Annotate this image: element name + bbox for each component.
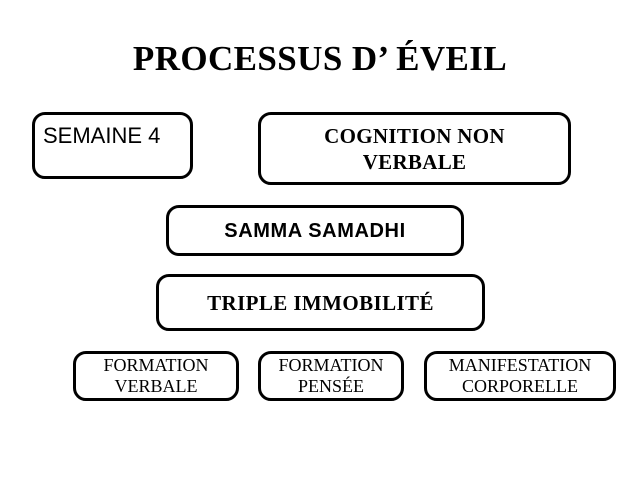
- page-title: PROCESSUS D’ ÉVEIL: [132, 39, 508, 78]
- node-manifestation-corporelle[interactable]: MANIFESTATION CORPORELLE: [424, 351, 616, 401]
- node-cognition-non-verbale-label: COGNITION NON VERBALE: [324, 123, 505, 174]
- node-manifestation-corporelle-label: MANIFESTATION CORPORELLE: [448, 355, 592, 396]
- node-semaine-4[interactable]: SEMAINE 4: [32, 112, 193, 179]
- node-samma-samadhi[interactable]: SAMMA SAMADHI: [166, 205, 464, 256]
- node-semaine-4-label: SEMAINE 4: [43, 123, 161, 148]
- node-formation-pensee-label: FORMATION PENSÉE: [278, 355, 384, 396]
- node-triple-immobilite-label: TRIPLE IMMOBILITÉ: [207, 290, 434, 315]
- node-samma-samadhi-label: SAMMA SAMADHI: [224, 219, 406, 242]
- node-formation-verbale-label: FORMATION VERBALE: [103, 355, 209, 396]
- node-formation-pensee[interactable]: FORMATION PENSÉE: [258, 351, 404, 401]
- node-triple-immobilite[interactable]: TRIPLE IMMOBILITÉ: [156, 274, 485, 331]
- node-formation-verbale[interactable]: FORMATION VERBALE: [73, 351, 239, 401]
- node-cognition-non-verbale[interactable]: COGNITION NON VERBALE: [258, 112, 571, 185]
